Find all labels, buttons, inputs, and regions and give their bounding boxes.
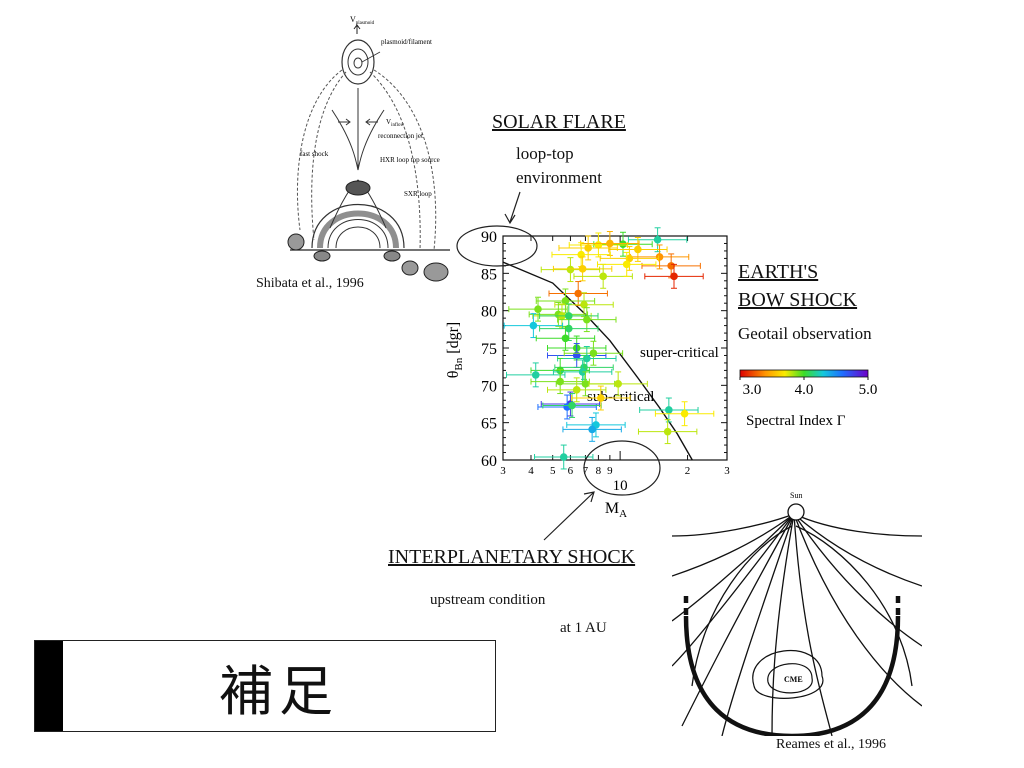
cme-label: CME [784,675,803,684]
hxr-label: HXR loop top source [380,156,440,164]
data-point [561,334,570,343]
earths-heading: EARTH'S [738,261,819,283]
y-tick-label: 65 [481,416,497,433]
y-tick-label: 85 [481,266,497,283]
at-1au-label: at 1 AU [560,620,607,636]
bow-shock-heading: BOW SHOCK [738,289,858,311]
data-point [581,380,590,388]
shibata-citation: Shibata et al., 1996 [256,276,364,291]
colorbar-label: Spectral Index Γ [746,413,846,429]
reconnection-jet-label: reconnection jet [378,132,423,140]
x-tick-label: 9 [607,465,613,477]
plasmoid-filament-label: plasmoid/filament [381,38,432,46]
fast-shock-label: fast shock [300,150,329,158]
data-point [584,244,592,252]
data-point [580,300,588,309]
x-decade-label: 10 [613,478,628,494]
data-point [625,254,634,263]
data-point [634,245,642,254]
colorbar-tick-label: 4.0 [795,382,814,398]
y-tick-label: 75 [481,341,497,358]
data-point [568,401,576,410]
data-point [574,289,583,298]
x-tick-label: 5 [550,465,556,477]
data-point [680,409,689,418]
data-point [572,386,581,394]
data-point [566,265,575,274]
upstream-label: upstream condition [430,592,546,608]
data-point [561,297,570,305]
colorbar-tick-label: 3.0 [743,382,762,398]
geotail-label: Geotail observation [738,324,872,343]
ip-shock-arrow [543,491,595,541]
data-point [588,425,596,434]
loop-top-ellipse [456,225,538,267]
solar-flare-heading: SOLAR FLARE [492,111,626,133]
sub-critical-label: sub-critical [587,389,654,405]
x-axis-label: MA [605,500,627,520]
x-tick-label: 6 [568,465,574,477]
loop-top-label: loop-top [516,144,574,163]
data-point [653,235,662,244]
v-inflow-label: Vinflow [386,118,405,128]
supplement-title: 補足 [219,659,339,723]
interplanetary-heading: INTERPLANETARY SHOCK [388,546,636,568]
box-accent-bar [35,641,63,731]
data-point [589,349,598,358]
data-point [597,394,605,402]
data-point [529,321,538,330]
data-point [578,265,587,273]
reames-citation: Reames et al., 1996 [776,737,887,752]
critical-curve [502,261,693,461]
x-tick-label: 3 [500,465,506,477]
x-tick-label: 7 [583,465,589,477]
colorbar-tick-label: 5.0 [859,382,878,398]
data-point [622,260,631,269]
y-tick-label: 80 [481,304,497,321]
solar-flare-schematic: Vplasmoid plasmoid/filament Vinflow reco… [287,15,450,282]
y-tick-label: 90 [481,229,497,246]
data-point [599,272,607,281]
data-point [655,253,664,261]
supplement-box: 補足 [34,640,496,732]
x-tick-label: 4 [528,465,534,477]
loop-top-arrow [504,191,521,225]
ip-shock-ellipse [583,440,661,496]
cme-field-diagram: Sun CME [672,491,922,736]
data-point [564,312,573,320]
colorbar [739,369,869,378]
data-point [583,315,591,324]
x-tick-label: 2 [685,465,691,477]
data-point [606,239,614,248]
data-point [663,427,672,436]
data-point [614,380,622,388]
x-tick-label: 8 [596,465,602,477]
y-tick-label: 70 [481,378,497,395]
data-point [531,371,540,379]
data-point [534,305,542,313]
sxr-label: SXR loop [404,190,432,198]
data-point [559,453,568,461]
y-tick-label: 60 [481,453,497,470]
y-axis-label: θBn [dgr] [445,322,465,379]
data-point [619,240,627,249]
data-point [670,272,678,281]
super-critical-label: super-critical [640,345,719,361]
x-tick-label: 3 [724,465,730,477]
data-point [665,406,673,414]
v-plasmoid-label: Vplasmoid [350,15,375,26]
sun-label: Sun [790,491,802,500]
environment-label: environment [516,168,602,187]
